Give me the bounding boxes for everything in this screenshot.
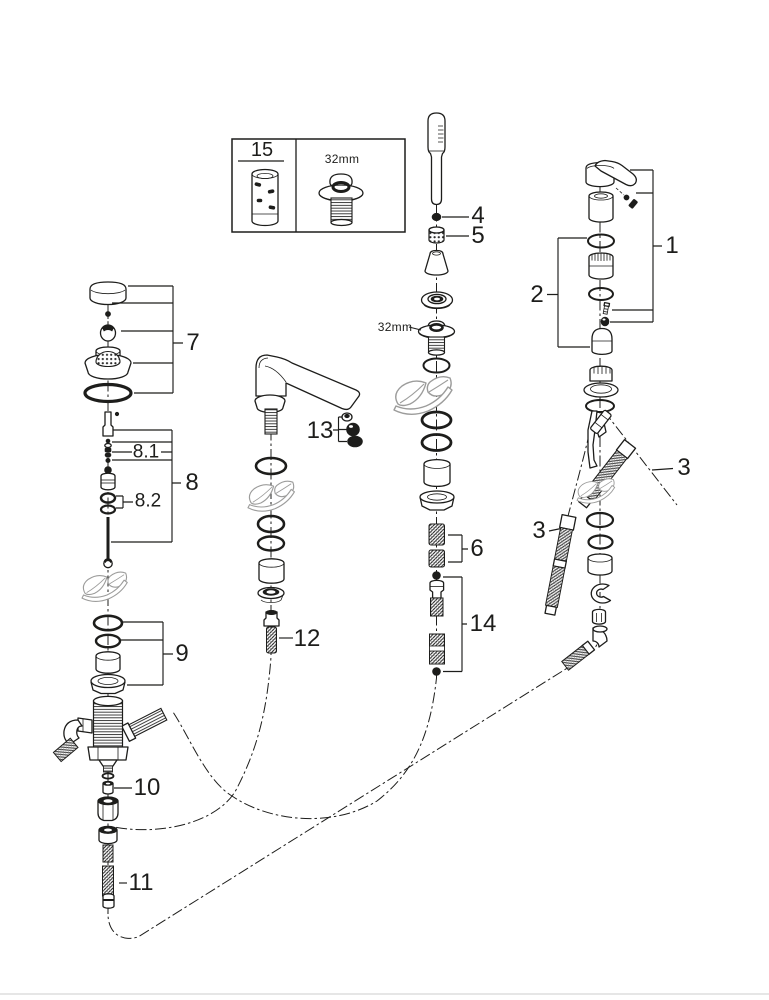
callout-8: 8 xyxy=(185,469,199,496)
tee-body-drawing xyxy=(52,695,168,795)
callout-10: 10 xyxy=(133,774,161,801)
callout-2: 2 xyxy=(530,281,544,308)
handle-lever-drawing xyxy=(594,159,637,187)
hand-shower-drawing xyxy=(417,112,456,676)
handle-column-parts xyxy=(544,159,638,671)
size-label-mid: 32mm xyxy=(377,320,413,334)
size-label-box: 32mm xyxy=(324,152,360,166)
callout-6: 6 xyxy=(470,535,484,562)
spout-drawing xyxy=(254,354,363,654)
legend-box xyxy=(231,138,406,233)
callout-1: 1 xyxy=(665,232,679,259)
assembly-centerlines xyxy=(107,163,678,939)
callout-14: 14 xyxy=(469,610,497,637)
callout-12: 12 xyxy=(293,625,321,652)
callout-15: 15 xyxy=(250,139,274,161)
callout-9: 9 xyxy=(175,640,189,667)
callout-8-2: 8.2 xyxy=(134,490,162,512)
callout-7: 7 xyxy=(186,329,200,356)
callout-brackets xyxy=(111,169,674,884)
flex-hose-left-drawing xyxy=(544,514,577,616)
eco-leaf-icon xyxy=(393,375,453,415)
left-column-parts xyxy=(83,281,133,695)
callout-5: 5 xyxy=(471,222,485,249)
callout-8-1: 8.1 xyxy=(132,441,160,463)
callout-13: 13 xyxy=(306,417,334,444)
eco-leaf-icon xyxy=(81,571,128,602)
callout-3-left: 3 xyxy=(532,517,546,544)
callout-11: 11 xyxy=(128,869,154,896)
callout-4: 4 xyxy=(471,202,485,229)
callout-3-right: 3 xyxy=(677,454,691,481)
supply-hose-drawing xyxy=(97,796,119,909)
flex-hose-right-drawing xyxy=(578,439,637,509)
